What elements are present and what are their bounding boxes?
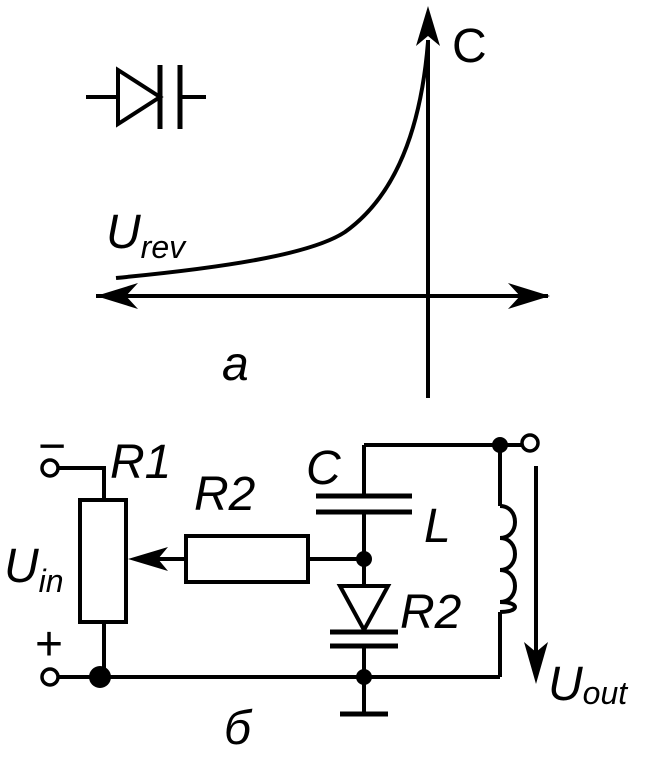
- resistor-r2: [184, 534, 310, 584]
- inductor-l: [499, 504, 517, 614]
- caption-b: б: [224, 702, 253, 755]
- urev-main: U: [106, 206, 141, 259]
- output-terminal: [520, 433, 540, 453]
- label-c: C: [306, 442, 341, 495]
- horizontal-axis: [96, 283, 550, 309]
- label-r2-resistor: R2: [194, 468, 255, 521]
- caption-a: a: [222, 338, 249, 391]
- axis-label-c: C: [452, 20, 487, 73]
- varicap-symbol: [86, 65, 206, 129]
- label-r2-diode: R2: [400, 586, 461, 639]
- uout-sub: out: [583, 675, 629, 711]
- vertical-axis-c: [416, 6, 440, 398]
- urev-sub: rev: [141, 229, 187, 265]
- wiper-arrow: [128, 547, 186, 571]
- potentiometer-r1: [78, 498, 128, 624]
- varicap-graph: C Urev a: [86, 6, 550, 398]
- label-uin: Uin: [4, 540, 64, 599]
- uin-sub: in: [39, 563, 64, 599]
- circuit-diagram: − + R1 Uin R2 C L: [4, 420, 628, 755]
- plus-sign: +: [35, 618, 63, 671]
- uin-main: U: [4, 540, 39, 593]
- axis-label-urev: Urev: [106, 206, 187, 265]
- minus-sign: −: [38, 420, 66, 473]
- wire-input-top: [58, 466, 106, 500]
- junction-bottom-left: [89, 666, 111, 688]
- label-r1: R1: [110, 436, 171, 489]
- label-uout: Uout: [548, 658, 628, 711]
- label-l: L: [424, 500, 451, 553]
- capacitance-curve: [115, 41, 430, 280]
- uout-main: U: [548, 658, 583, 711]
- output-voltage-arrow: [524, 466, 548, 684]
- varicap-diode: [336, 584, 392, 635]
- plus-terminal: [40, 667, 60, 687]
